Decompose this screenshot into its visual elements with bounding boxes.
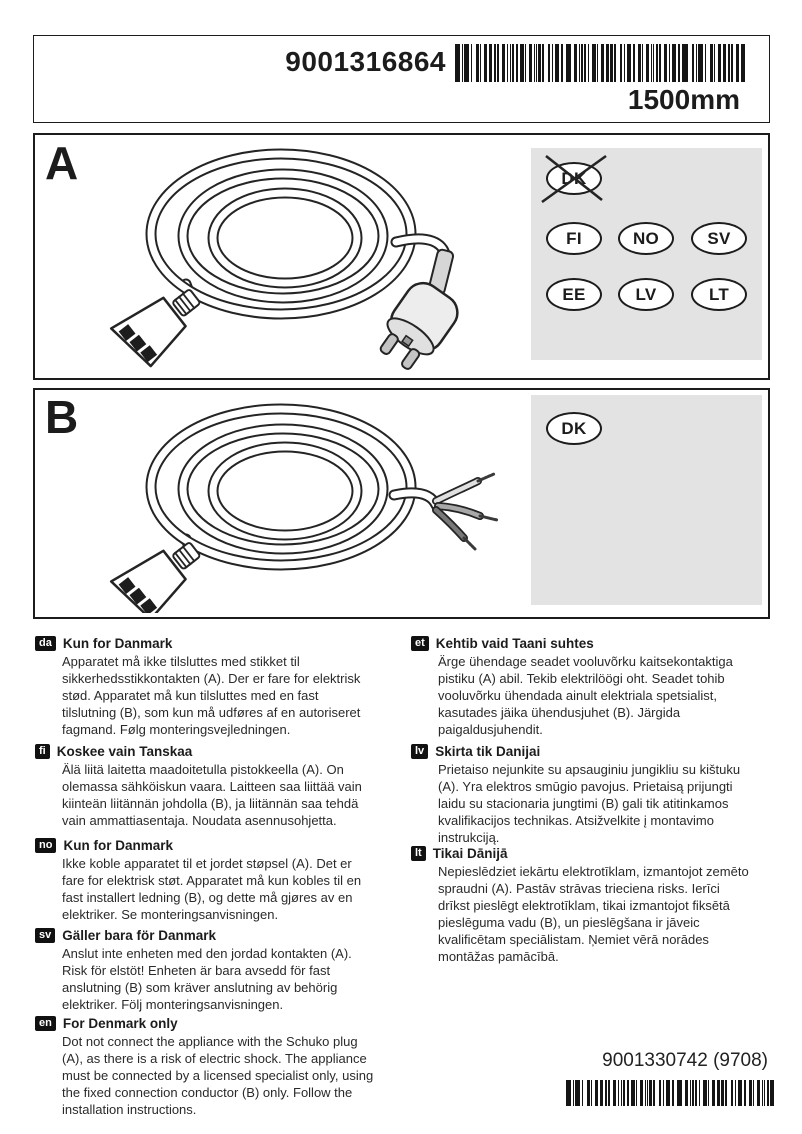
country-oval-lv: LV xyxy=(618,278,674,311)
notice-body: Älä liitä laitetta maadoitetulla pistokk… xyxy=(62,762,362,828)
notice-title: Kun for Danmark xyxy=(62,636,173,651)
country-oval-lt: LT xyxy=(691,278,747,311)
country-oval-dk-crossed: DK xyxy=(546,162,602,195)
country-oval-fi: FI xyxy=(546,222,602,255)
notice-fi: fi Koskee vain Tanskaa Älä liitä laitett… xyxy=(35,744,395,829)
language-badge: da xyxy=(35,636,56,651)
notice-en: en For Denmark only Dot not connect the … xyxy=(35,1016,395,1118)
section-b-label: B xyxy=(45,391,79,443)
notice-body: Prietaiso nejunkite su apsauginiu jungik… xyxy=(438,762,741,845)
language-badge: sv xyxy=(35,928,56,943)
notice-title: Kehtib vaid Taani suhtes xyxy=(435,636,594,651)
language-badge: no xyxy=(35,838,57,853)
notice-et: et Kehtib vaid Taani suhtes Ärge ühendag… xyxy=(411,636,771,738)
barcode-icon xyxy=(455,44,745,82)
footer-document-code: 9001330742 (9708) xyxy=(602,1050,768,1071)
country-oval-dk: DK xyxy=(546,412,602,445)
notice-title: Kun for Danmark xyxy=(63,838,173,853)
notice-body: Anslut inte enheten med den jordad konta… xyxy=(62,946,352,1012)
notice-title: Skirta tik Danijai xyxy=(435,744,541,759)
language-badge: lt xyxy=(411,846,426,861)
barcode-icon xyxy=(566,1080,774,1106)
notice-body: Apparatet må ikke tilsluttes med stikket… xyxy=(62,654,361,737)
notice-body: Ärge ühendage seadet vooluvõrku kaitseko… xyxy=(438,654,733,737)
language-badge: lv xyxy=(411,744,429,759)
appliance-connector xyxy=(109,289,201,368)
cable-illustration-a xyxy=(109,148,459,370)
notice-title: For Denmark only xyxy=(62,1016,178,1031)
appliance-connector xyxy=(109,542,201,613)
language-badge: et xyxy=(411,636,429,651)
country-oval-sv: SV xyxy=(691,222,747,255)
country-oval-ee: EE xyxy=(546,278,602,311)
cable-length-label: 1500mm xyxy=(627,84,740,115)
notice-title: Gäller bara för Danmark xyxy=(62,928,217,943)
notice-no: no Kun for Danmark Ikke koble apparatet … xyxy=(35,838,395,923)
schuko-plug xyxy=(379,281,459,370)
notice-lt: lt Tikai Dānijā Nepieslēdziet iekārtu el… xyxy=(411,846,771,965)
part-number: 9001316864 xyxy=(285,46,446,77)
notice-title: Tikai Dānijā xyxy=(432,846,508,861)
section-a-label: A xyxy=(45,137,79,189)
notice-body: Ikke koble apparatet til et jordet støps… xyxy=(62,856,362,922)
notice-da: da Kun for Danmark Apparatet må ikke til… xyxy=(35,636,395,738)
notice-sv: sv Gäller bara för Danmark Anslut inte e… xyxy=(35,928,395,1013)
notice-body: Dot not connect the appliance with the S… xyxy=(62,1034,374,1117)
cable-illustration-b xyxy=(109,403,499,613)
language-badge: en xyxy=(35,1016,56,1031)
country-oval-no: NO xyxy=(618,222,674,255)
notice-title: Koskee vain Tanskaa xyxy=(56,744,193,759)
notice-body: Nepieslēdziet iekārtu elektrotīklam, izm… xyxy=(438,864,749,964)
notice-lv: lv Skirta tik Danijai Prietaiso nejunkit… xyxy=(411,744,771,846)
language-badge: fi xyxy=(35,744,50,759)
